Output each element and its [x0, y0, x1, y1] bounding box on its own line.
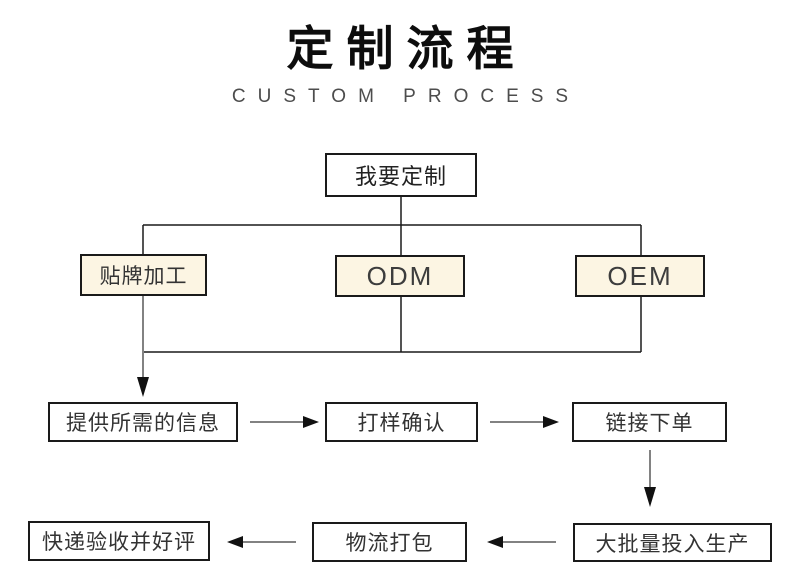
node-label: OEM	[607, 260, 673, 291]
arrow-down-to-info-icon	[137, 377, 149, 397]
node-label: 提供所需的信息	[66, 412, 220, 435]
page-header: 定制流程 CUSTOM PROCESS	[0, 22, 800, 108]
node-label: 我要定制	[354, 164, 447, 189]
arrow-right-to-proof-icon	[303, 416, 319, 428]
node-label: 链接下单	[605, 412, 694, 435]
node-label: 大批量投入生产	[595, 532, 750, 556]
branch-tree-lines	[142, 197, 642, 353]
arrow-down-to-production-icon	[644, 487, 656, 507]
node-step-sample-confirm: 打样确认	[325, 402, 478, 442]
node-step-place-order: 链接下单	[572, 402, 727, 442]
node-label: 快递验收并好评	[42, 531, 196, 554]
node-label: 打样确认	[357, 412, 446, 435]
node-step-logistics-packing: 物流打包	[312, 522, 467, 562]
node-label: 贴牌加工	[99, 265, 188, 288]
arrowheads	[137, 377, 656, 548]
node-step-receive-review: 快递验收并好评	[28, 521, 210, 561]
page-title: 定制流程	[286, 22, 527, 75]
arrow-left-to-packing-icon	[487, 536, 503, 548]
node-option-odm: ODM	[335, 255, 465, 297]
node-label: 物流打包	[345, 532, 434, 555]
node-step-mass-production: 大批量投入生产	[573, 523, 772, 562]
arrow-shafts	[142, 296, 651, 543]
page-subtitle: CUSTOM PROCESS	[231, 86, 581, 108]
node-option-oem: OEM	[575, 255, 705, 297]
node-start-custom: 我要定制	[325, 153, 477, 197]
node-option-private-label: 贴牌加工	[80, 254, 207, 296]
node-step-provide-info: 提供所需的信息	[48, 402, 238, 442]
node-label: ODM	[366, 260, 434, 291]
arrow-right-to-order-icon	[543, 416, 559, 428]
arrow-left-to-review-icon	[227, 536, 243, 548]
